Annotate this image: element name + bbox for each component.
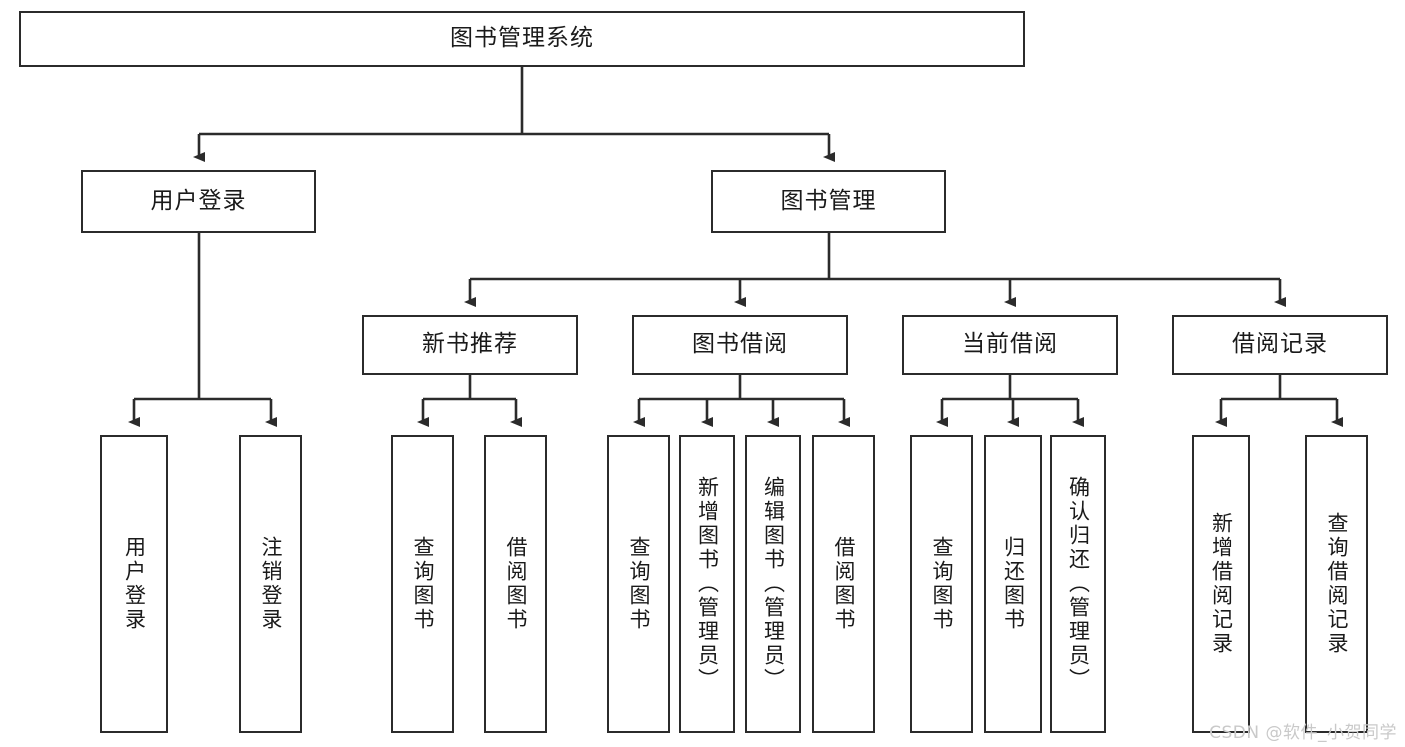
node-leaf_query_rec[interactable]: 查询借阅记录: [1305, 435, 1368, 733]
node-label: 借阅图书: [832, 536, 856, 632]
node-leaf_login[interactable]: 用户登录: [100, 435, 168, 733]
node-leaf_query_1[interactable]: 查询图书: [391, 435, 454, 733]
node-root[interactable]: 图书管理系统: [19, 11, 1025, 67]
node-label: 新增图书（管理员）: [695, 476, 720, 692]
node-label: 新增借阅记录: [1209, 512, 1234, 656]
node-label: 用户登录: [150, 187, 247, 214]
node-leaf_add_book[interactable]: 新增图书（管理员）: [679, 435, 735, 733]
node-leaf_query_2[interactable]: 查询图书: [607, 435, 670, 733]
node-new_book_rec[interactable]: 新书推荐: [362, 315, 578, 375]
node-leaf_query_3[interactable]: 查询图书: [910, 435, 973, 733]
node-book_borrow[interactable]: 图书借阅: [632, 315, 848, 375]
node-label: 图书管理系统: [450, 25, 594, 52]
node-borrow_record[interactable]: 借阅记录: [1172, 315, 1388, 375]
node-label: 用户登录: [122, 536, 147, 632]
node-label: 新书推荐: [422, 331, 518, 358]
node-label: 编辑图书（管理员）: [761, 476, 786, 692]
node-label: 查询图书: [411, 536, 435, 632]
node-label: 图书管理: [780, 187, 877, 214]
node-label: 当前借阅: [962, 331, 1058, 358]
node-label: 确认归还（管理员）: [1066, 476, 1091, 692]
node-current_borrow[interactable]: 当前借阅: [902, 315, 1118, 375]
node-label: 查询图书: [627, 536, 651, 632]
node-label: 查询图书: [930, 536, 954, 632]
node-leaf_add_rec[interactable]: 新增借阅记录: [1192, 435, 1250, 733]
watermark: CSDN @软件_小贺同学: [1209, 723, 1397, 743]
node-label: 归还图书: [1001, 536, 1026, 632]
node-leaf_logout[interactable]: 注销登录: [239, 435, 302, 733]
node-label: 图书借阅: [692, 331, 788, 358]
node-leaf_borrow_1[interactable]: 借阅图书: [484, 435, 547, 733]
node-leaf_confirm[interactable]: 确认归还（管理员）: [1050, 435, 1106, 733]
node-leaf_borrow_2[interactable]: 借阅图书: [812, 435, 875, 733]
node-user_login[interactable]: 用户登录: [81, 170, 316, 233]
node-leaf_return[interactable]: 归还图书: [984, 435, 1042, 733]
node-leaf_edit_book[interactable]: 编辑图书（管理员）: [745, 435, 801, 733]
node-book_manage[interactable]: 图书管理: [711, 170, 946, 233]
node-label: 借阅记录: [1232, 331, 1328, 358]
node-label: 查询借阅记录: [1325, 512, 1349, 656]
node-label: 借阅图书: [504, 536, 528, 632]
node-label: 注销登录: [259, 536, 283, 632]
